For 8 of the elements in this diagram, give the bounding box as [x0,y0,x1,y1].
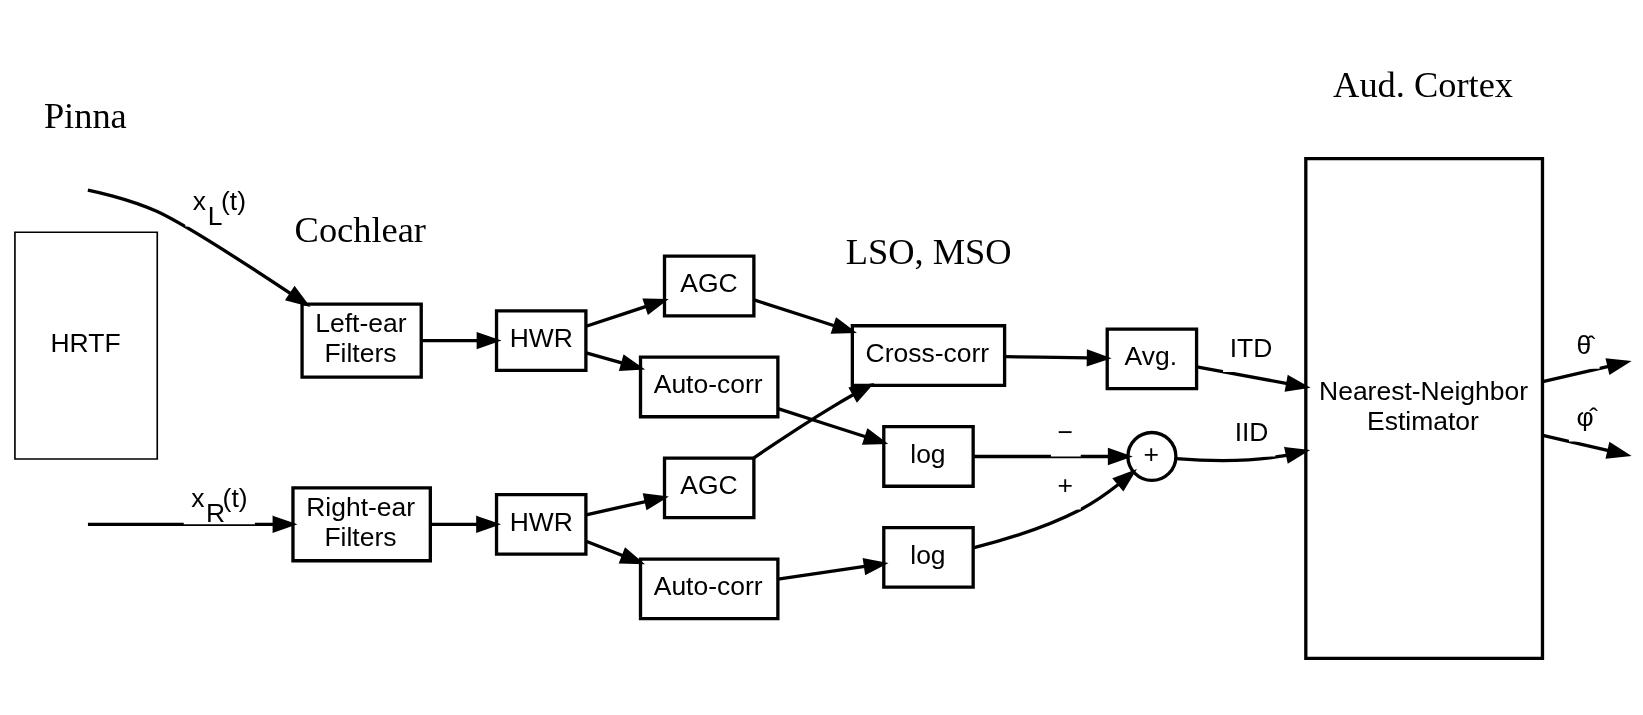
label: Pinna [43,95,127,136]
label: LSO, MSO [845,231,1012,272]
edge-label: IID [1234,416,1269,447]
label: Aud. Cortex [1333,64,1514,105]
label: Cochlear [294,209,426,250]
edge-label: ITD [1229,332,1273,363]
edge-label: − [1057,416,1074,447]
edge-label: + [1057,469,1074,500]
